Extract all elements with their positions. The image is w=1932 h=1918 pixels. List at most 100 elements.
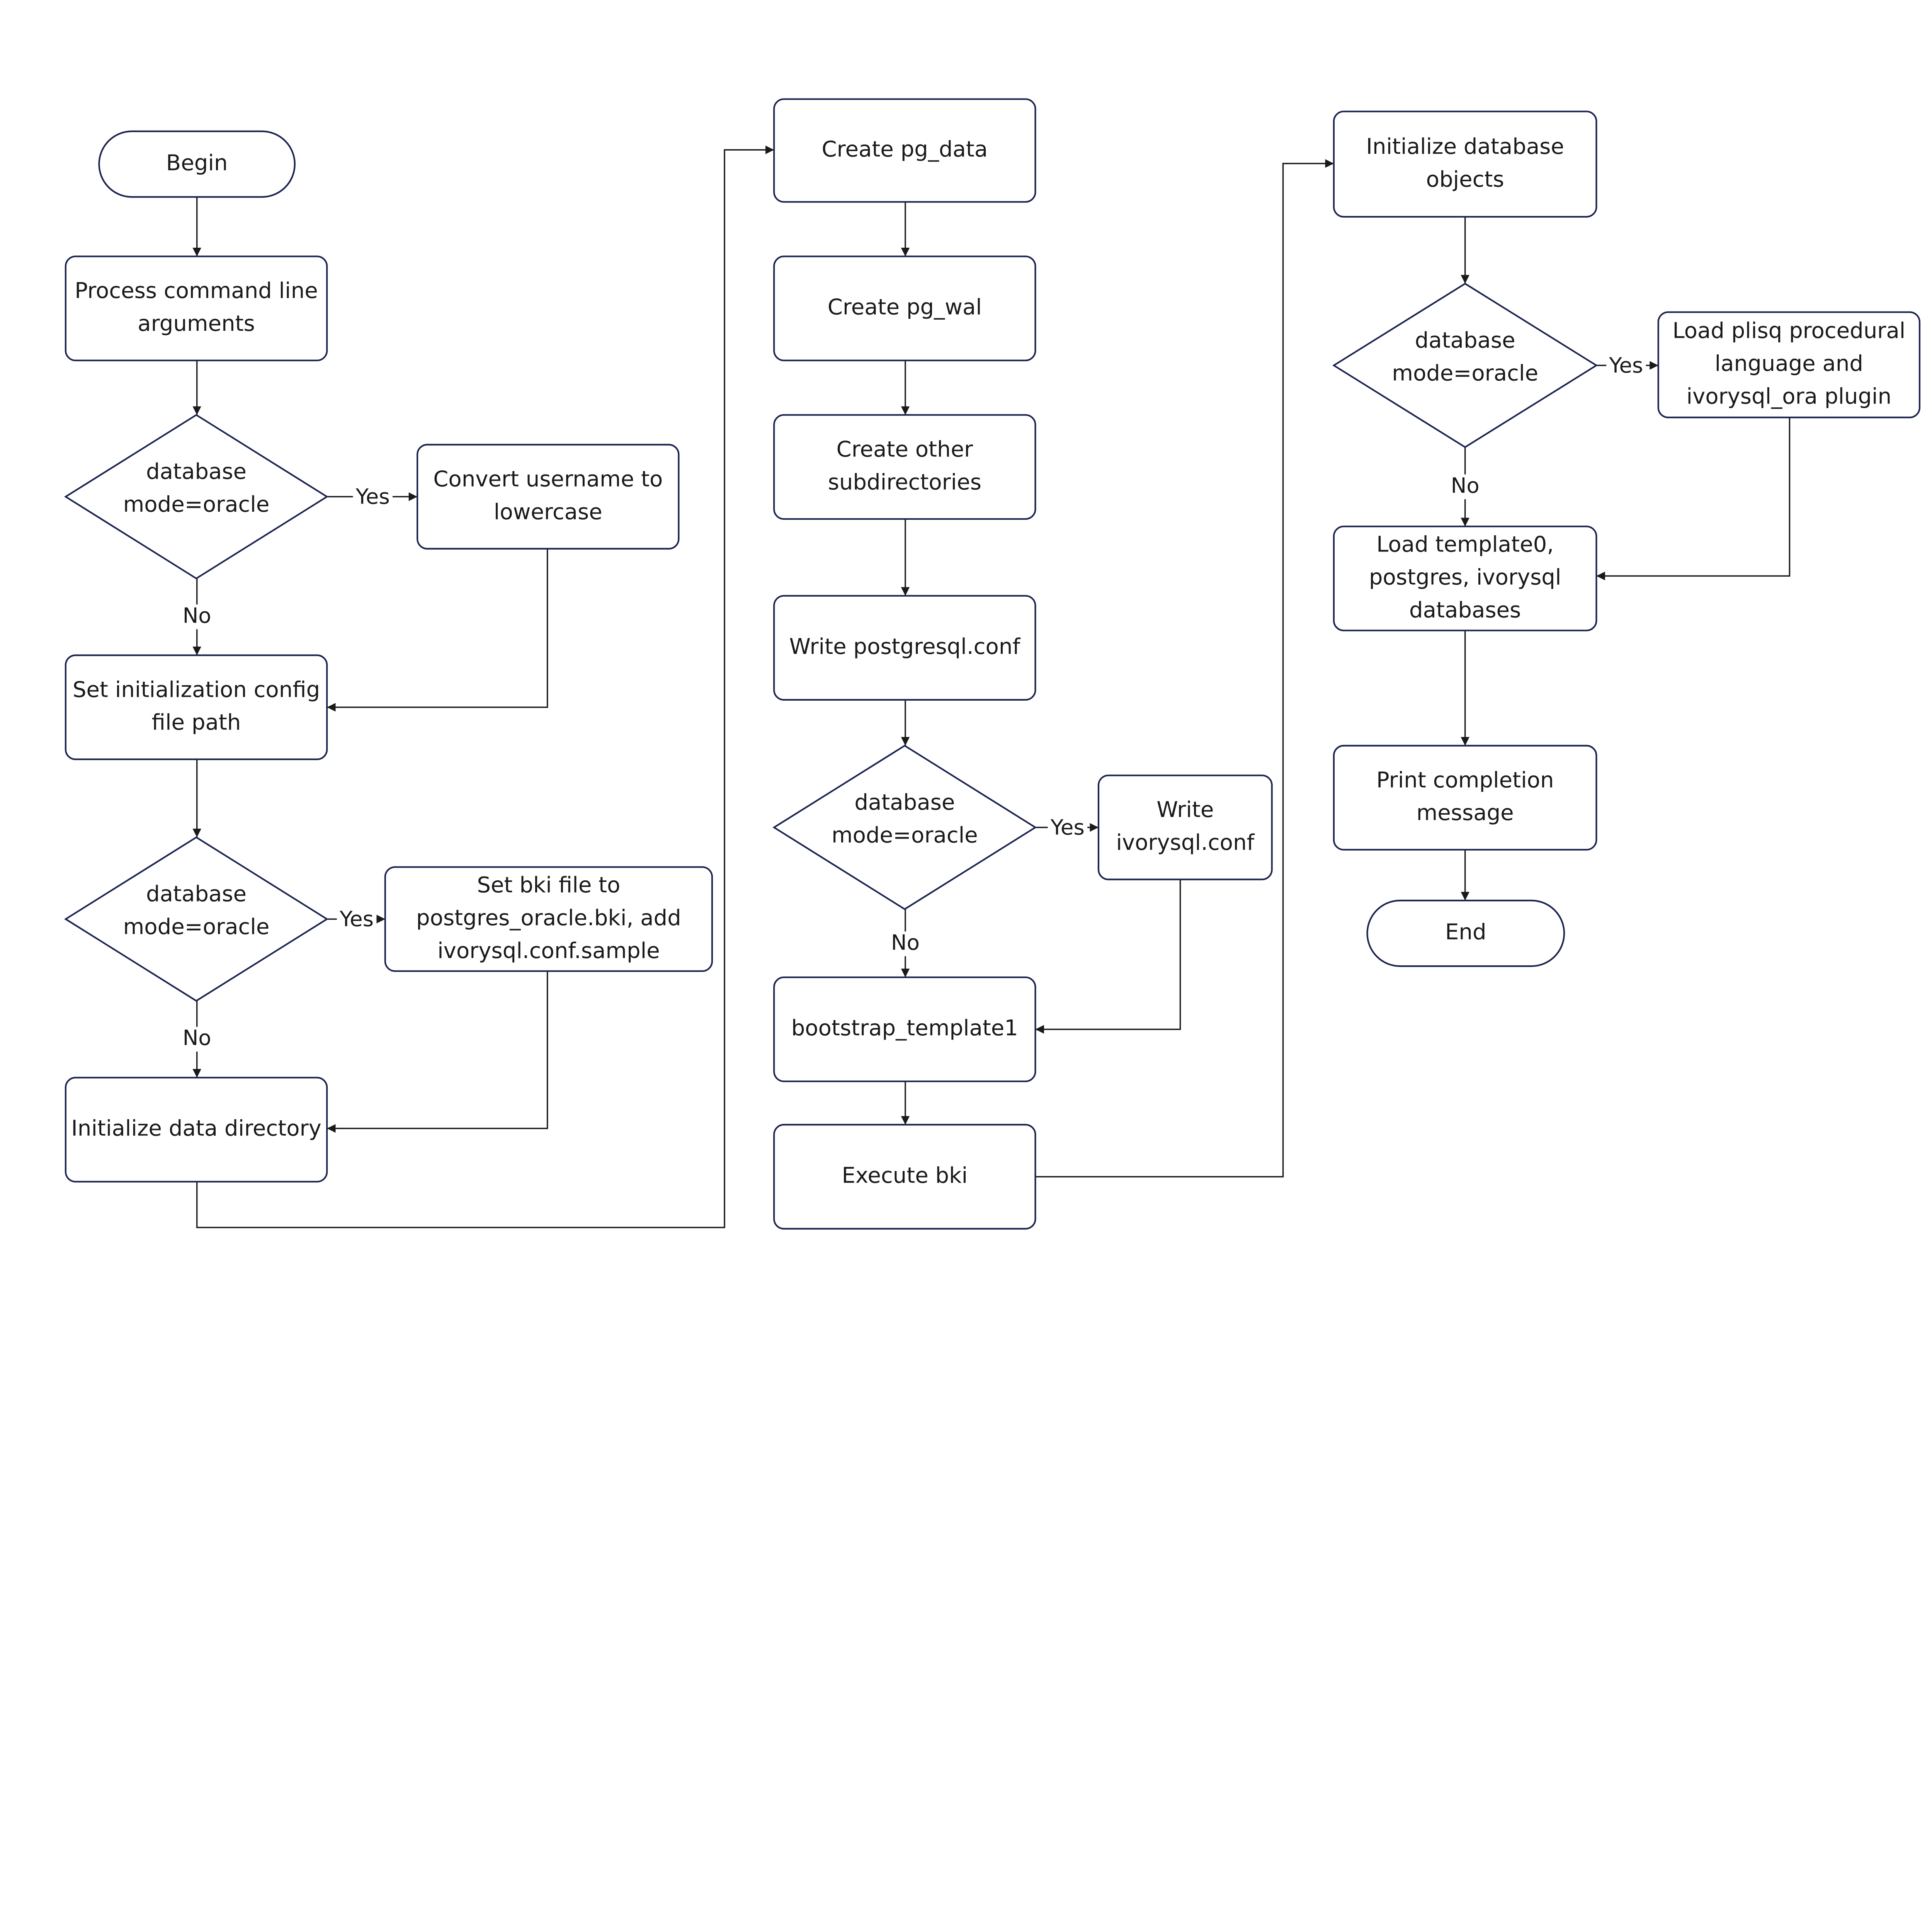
edge-label-background (1606, 354, 1646, 379)
node-bootstrap-template1: bootstrap_template1 (773, 976, 1036, 1082)
edge-label-no: No (183, 603, 211, 628)
node-write-postgresql-conf: Write postgresql.conf (773, 595, 1036, 701)
edge-label-background (177, 1027, 217, 1052)
edge-label-no: No (183, 1025, 211, 1050)
node-text-line: Create pg_data (821, 137, 988, 162)
edge-label-no: No (1451, 473, 1480, 498)
node-text-line: Write postgresql.conf (789, 634, 1021, 659)
node-text-line: postgres_oracle.bki, add (416, 905, 681, 931)
node-load-plisql: Load plisq procedural language and ivorysq… (1657, 311, 1921, 419)
node-text-line: mode=oracle (1392, 361, 1538, 386)
node-execute-bki: Execute bki (773, 1124, 1036, 1230)
node-text-line: mode=oracle (123, 492, 270, 517)
node-text-line: ivorysql.conf.sample (437, 938, 660, 963)
edge-label-background (1445, 474, 1485, 499)
node-create-subdirs: Create other subdirectories (773, 414, 1036, 520)
process-box (1333, 111, 1597, 218)
node-text-line: file path (152, 710, 241, 735)
edge-label-background (177, 604, 217, 630)
process-box (773, 595, 1036, 701)
node-text-line: databases (1409, 597, 1521, 623)
process-box (1097, 774, 1273, 880)
decision-diamond (1332, 283, 1598, 448)
node-process-args: Process command line arguments (65, 255, 328, 361)
node-text-line: database (146, 459, 247, 484)
edge-label-background (1048, 816, 1088, 841)
decision-diamond (772, 745, 1037, 910)
node-text-line: Begin (166, 150, 228, 175)
process-box (773, 98, 1036, 203)
node-text-line: ivorysql.conf (1116, 830, 1255, 855)
node-text-line: Initialize database (1366, 134, 1564, 159)
node-set-bki: Set bki file to postgres_oracle.bki, add i… (384, 866, 713, 972)
process-box (384, 866, 713, 972)
arrow-convert-username-to-set-config-path (327, 548, 548, 712)
node-init-data-dir: Initialize data directory (65, 1077, 328, 1183)
decision-diamond (64, 414, 329, 580)
arrow-set-bki-to-init-data-dir (327, 971, 548, 1133)
node-create-pg-wal: Create pg_wal (773, 255, 1036, 361)
node-text-line: Load template0, (1376, 532, 1554, 557)
node-text-line: Load plisq procedural (1672, 318, 1905, 344)
node-write-ivorysql-conf: Write ivorysql.conf (1097, 774, 1273, 880)
arrow-execute-bki-to-init-db-objects (1035, 159, 1334, 1178)
process-box (1333, 745, 1597, 851)
node-text-line: Set initialization config (73, 677, 320, 702)
node-create-pg-data: Create pg_data (773, 98, 1036, 203)
process-box (1657, 311, 1921, 419)
node-text-line: Create other (837, 437, 973, 462)
node-text-line: Create pg_wal (828, 295, 982, 320)
terminal-shape (1366, 900, 1565, 967)
node-text-line: Convert username to (433, 466, 663, 492)
edge-label-yes: Yes (339, 907, 374, 931)
node-text-line: database (1415, 328, 1515, 353)
node-text-line: language and (1715, 351, 1863, 376)
edge-label-no: No (891, 930, 920, 955)
node-convert-username: Convert username to lowercase (417, 444, 680, 550)
node-text-line: subdirectories (828, 470, 981, 495)
node-text-line: Set bki file to (477, 873, 620, 898)
edge-label-background (337, 908, 377, 933)
node-text-line: Initialize data directory (71, 1116, 321, 1141)
node-decision-4: database mode=oracle (1332, 283, 1598, 448)
connectors (192, 145, 1791, 1229)
process-box (773, 414, 1036, 520)
node-text-line: mode=oracle (832, 823, 978, 848)
node-text-line: mode=oracle (123, 914, 270, 939)
process-box (773, 255, 1036, 361)
node-text-line: database (854, 790, 955, 815)
node-text-line: ivorysql_ora plugin (1686, 384, 1891, 409)
edge-label-background (353, 485, 393, 511)
node-text-line: Execute bki (842, 1163, 968, 1188)
node-decision-2: database mode=oracle (64, 836, 329, 1002)
process-box (65, 255, 328, 361)
decision-diamond (64, 836, 329, 1002)
process-box (417, 444, 680, 550)
node-text-line: Process command line (75, 278, 318, 303)
terminal-shape (98, 130, 296, 198)
process-box (65, 654, 328, 760)
arrow-init-data-dir-to-create-pg-data (196, 145, 774, 1229)
process-box (773, 1124, 1036, 1230)
node-text-line: arguments (138, 311, 255, 336)
node-text-line: End (1445, 920, 1486, 945)
process-box (1333, 526, 1597, 631)
node-text-line: lowercase (494, 499, 602, 524)
arrow-load-plisql-to-load-templates (1596, 417, 1791, 580)
node-text-line: postgres, ivorysql (1369, 565, 1561, 590)
arrow-write-ivorysql-conf-to-bootstrap-template1 (1035, 879, 1181, 1034)
process-box (65, 1077, 328, 1183)
node-text-line: database (146, 882, 247, 907)
node-decision-3: database mode=oracle (772, 745, 1037, 910)
node-text-line: Write (1156, 797, 1214, 822)
edge-label-background (885, 931, 925, 956)
node-decision-1: database mode=oracle (64, 414, 329, 580)
edge-label-yes: Yes (1050, 815, 1085, 839)
node-text-line: bootstrap_template1 (791, 1016, 1018, 1041)
edge-label-yes: Yes (1609, 353, 1643, 378)
edge-label-yes: Yes (355, 484, 390, 509)
